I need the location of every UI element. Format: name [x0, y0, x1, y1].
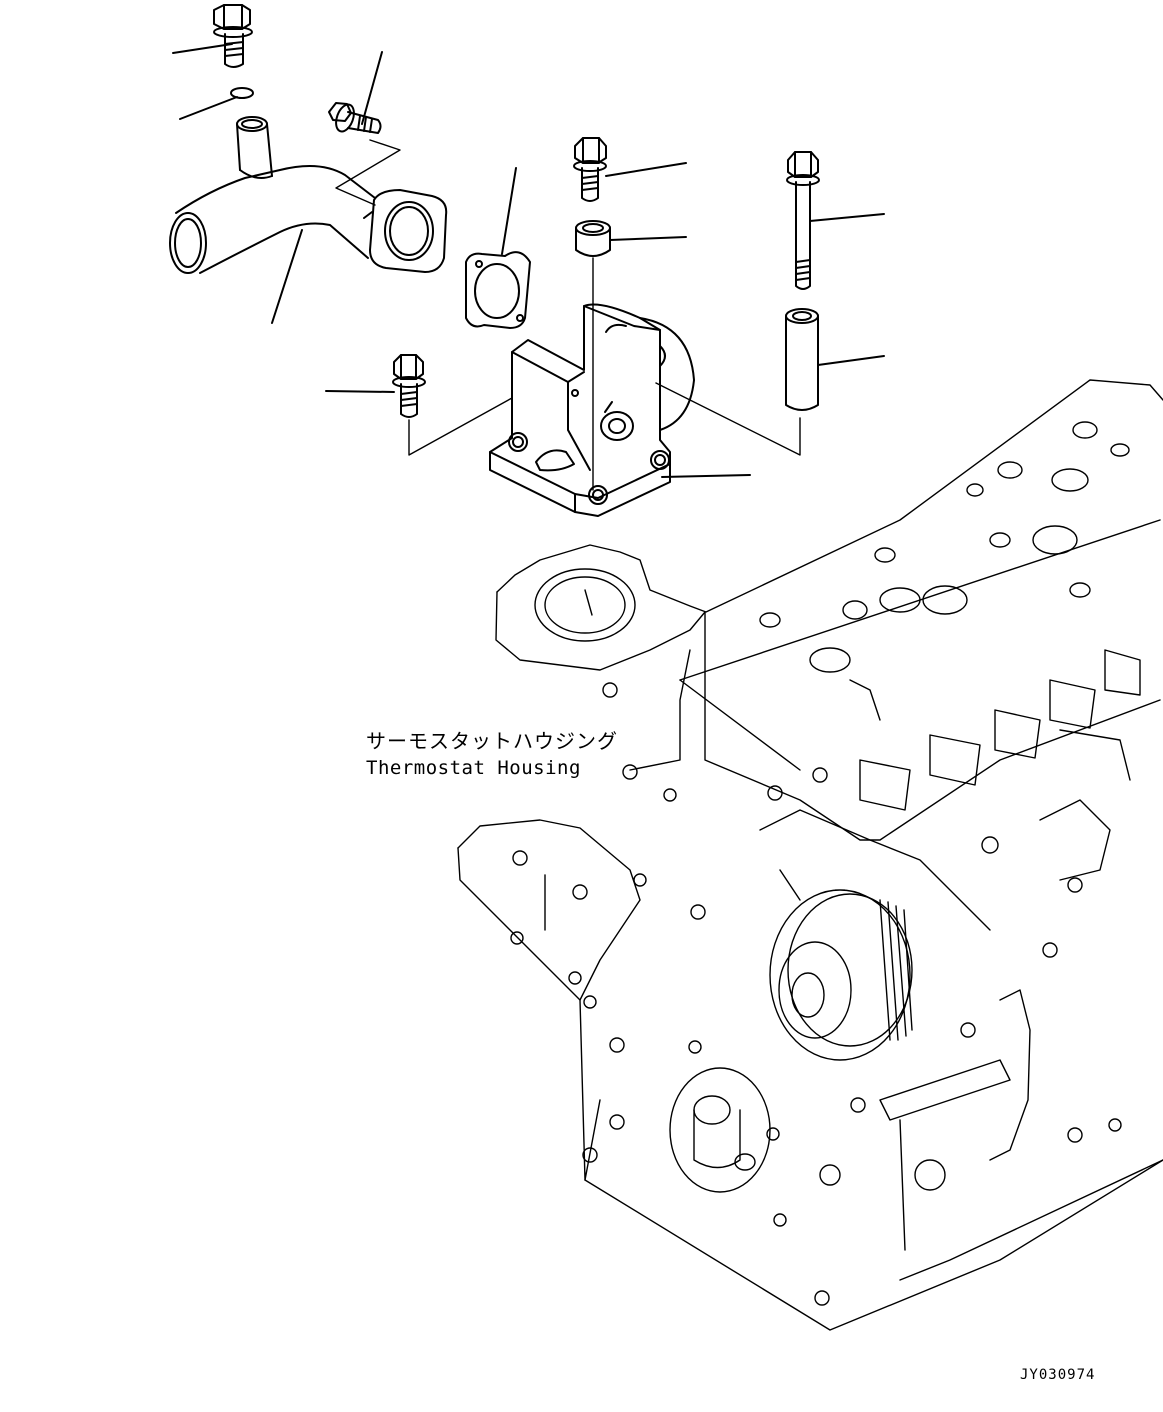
- o-ring-icon: [230, 87, 254, 99]
- water-pipe-icon: [169, 116, 448, 274]
- hex-flange-bolt-icon: [573, 137, 607, 202]
- hex-flange-bolt-icon: [213, 4, 253, 68]
- long-bolt-icon: [786, 151, 820, 290]
- assembly-lines: [335, 139, 801, 491]
- hex-flange-bolt-icon: [328, 102, 382, 134]
- collar-icon: [575, 220, 611, 257]
- spacer-tube-icon: [785, 308, 819, 411]
- thermostat-housing-icon: [489, 303, 695, 517]
- part-name-japanese: サーモスタットハウジング: [366, 729, 618, 753]
- hex-flange-bolt-icon: [392, 354, 426, 418]
- engine-block-icon: [457, 379, 1163, 1331]
- drawing-reference-code: JY030974: [1020, 1367, 1096, 1383]
- gasket-icon: [465, 251, 531, 329]
- part-name-english: Thermostat Housing: [366, 757, 581, 779]
- leader-lines: [172, 43, 885, 478]
